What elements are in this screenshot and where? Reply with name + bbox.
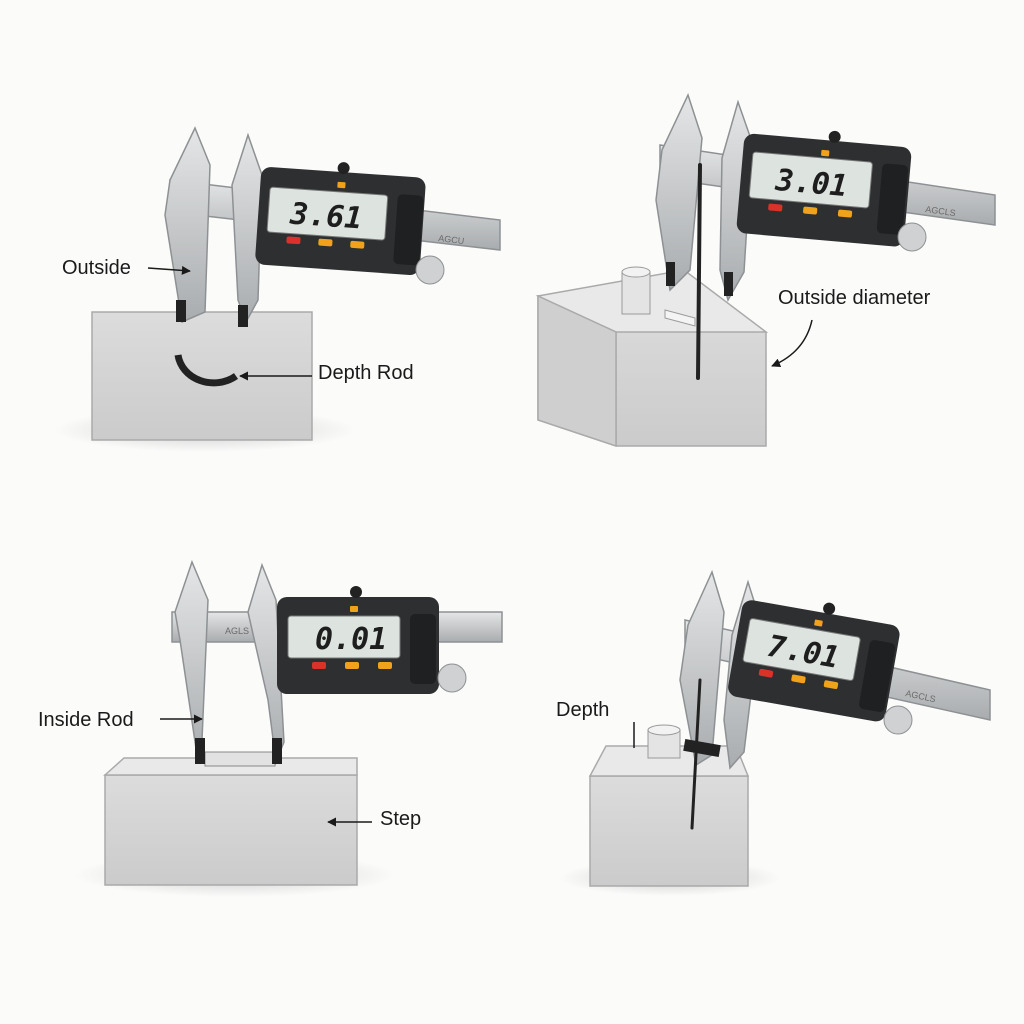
unit-button (350, 240, 365, 249)
thumb-roller (823, 602, 836, 615)
mode-indicator (814, 619, 823, 627)
measured-step (204, 751, 276, 767)
power-button (312, 662, 326, 669)
zero-button (318, 238, 333, 247)
depth-rod (690, 678, 702, 830)
cylinder-post (621, 271, 651, 315)
label-step: Step (380, 808, 421, 830)
label-depth-rod: Depth Rod (318, 362, 414, 384)
caliper-display-body: 3.01 (736, 130, 912, 247)
beam-scale-text: AGLS (225, 626, 249, 636)
beam-scale-text: AGCU (438, 233, 465, 246)
cylinder-top (621, 266, 651, 278)
lcd-reading: 3.01 (773, 163, 849, 204)
sliding-jaw (247, 562, 285, 765)
panel-top-right: AGCLS 3.01 Outside diameter (535, 92, 996, 448)
thumb-wheel (897, 222, 927, 252)
lcd-reading: 3.61 (288, 196, 364, 236)
jaw-tip-right (724, 272, 733, 296)
mode-indicator (821, 149, 830, 157)
jaw-tip-left (195, 738, 205, 764)
label-inside-rod: Inside Rod (38, 709, 134, 731)
jaw-tip-left (176, 300, 186, 322)
caliper-display-body: 3.61 (255, 162, 426, 275)
mode-indicator (350, 606, 358, 612)
lcd-screen (266, 186, 389, 241)
thumb-roller (828, 130, 841, 143)
caliper: AGLS 0.01 (171, 559, 503, 765)
zero-button (791, 674, 806, 684)
outside-diameter-leader-line (771, 319, 813, 367)
lcd-screen (742, 618, 861, 681)
lcd-screen (748, 151, 873, 209)
grip-pad (410, 614, 436, 684)
caliper-display-body: 7.01 (728, 600, 900, 722)
caliper: AGCLS 3.01 (655, 92, 996, 380)
thumb-wheel (415, 255, 445, 285)
lcd-screen (287, 615, 401, 659)
lcd-reading: 0.01 (315, 622, 387, 657)
depth-rod (696, 163, 702, 380)
workpiece-block (104, 774, 358, 886)
caliper: AGCU 3.61 (164, 126, 501, 327)
panel-top-left: AGCU 3.61 Outside Depth Rod (55, 126, 501, 452)
outside-leader-line (147, 265, 191, 275)
thumb-wheel (883, 705, 913, 735)
sliding-jaw (231, 132, 263, 324)
jaw-tip-right (238, 305, 248, 327)
fixed-jaw (679, 569, 725, 767)
unit-button (837, 209, 853, 218)
label-outside: Outside (62, 257, 131, 279)
block-front-face (537, 294, 617, 448)
grip-pad (393, 194, 424, 266)
caliper: AGCLS 7.01 (679, 569, 991, 830)
slot (664, 309, 696, 327)
beam-scale-text: AGCLS (925, 204, 957, 218)
grip-pad (876, 163, 909, 235)
fixed-jaw (174, 559, 209, 763)
unit-button (378, 662, 392, 669)
thumb-roller (350, 586, 362, 598)
cylinder-bore (174, 354, 239, 387)
mode-indicator (337, 181, 346, 189)
power-button (758, 668, 774, 678)
label-depth: Depth (556, 699, 609, 721)
unit-button (823, 680, 839, 689)
fixed-jaw (655, 92, 703, 292)
cylinder-top (647, 724, 681, 736)
panel-bottom-left: AGLS 0.01 Inside Rod Step (38, 559, 503, 897)
thumb-wheel (437, 663, 467, 693)
zero-button (345, 662, 359, 669)
power-button (286, 236, 301, 245)
workpiece-block (589, 775, 749, 887)
grip-pad (859, 640, 896, 712)
zero-button (803, 206, 818, 215)
label-outside-diameter: Outside diameter (778, 287, 931, 309)
power-button (768, 203, 783, 212)
fixed-jaw (164, 126, 211, 324)
panel-bottom-right: AGCLS 7.01 Depth (556, 569, 991, 896)
jaw-tip-left (666, 262, 675, 286)
jaw-clamp (683, 738, 721, 758)
jaw-tip-right (272, 738, 282, 764)
thumb-roller (337, 162, 350, 175)
